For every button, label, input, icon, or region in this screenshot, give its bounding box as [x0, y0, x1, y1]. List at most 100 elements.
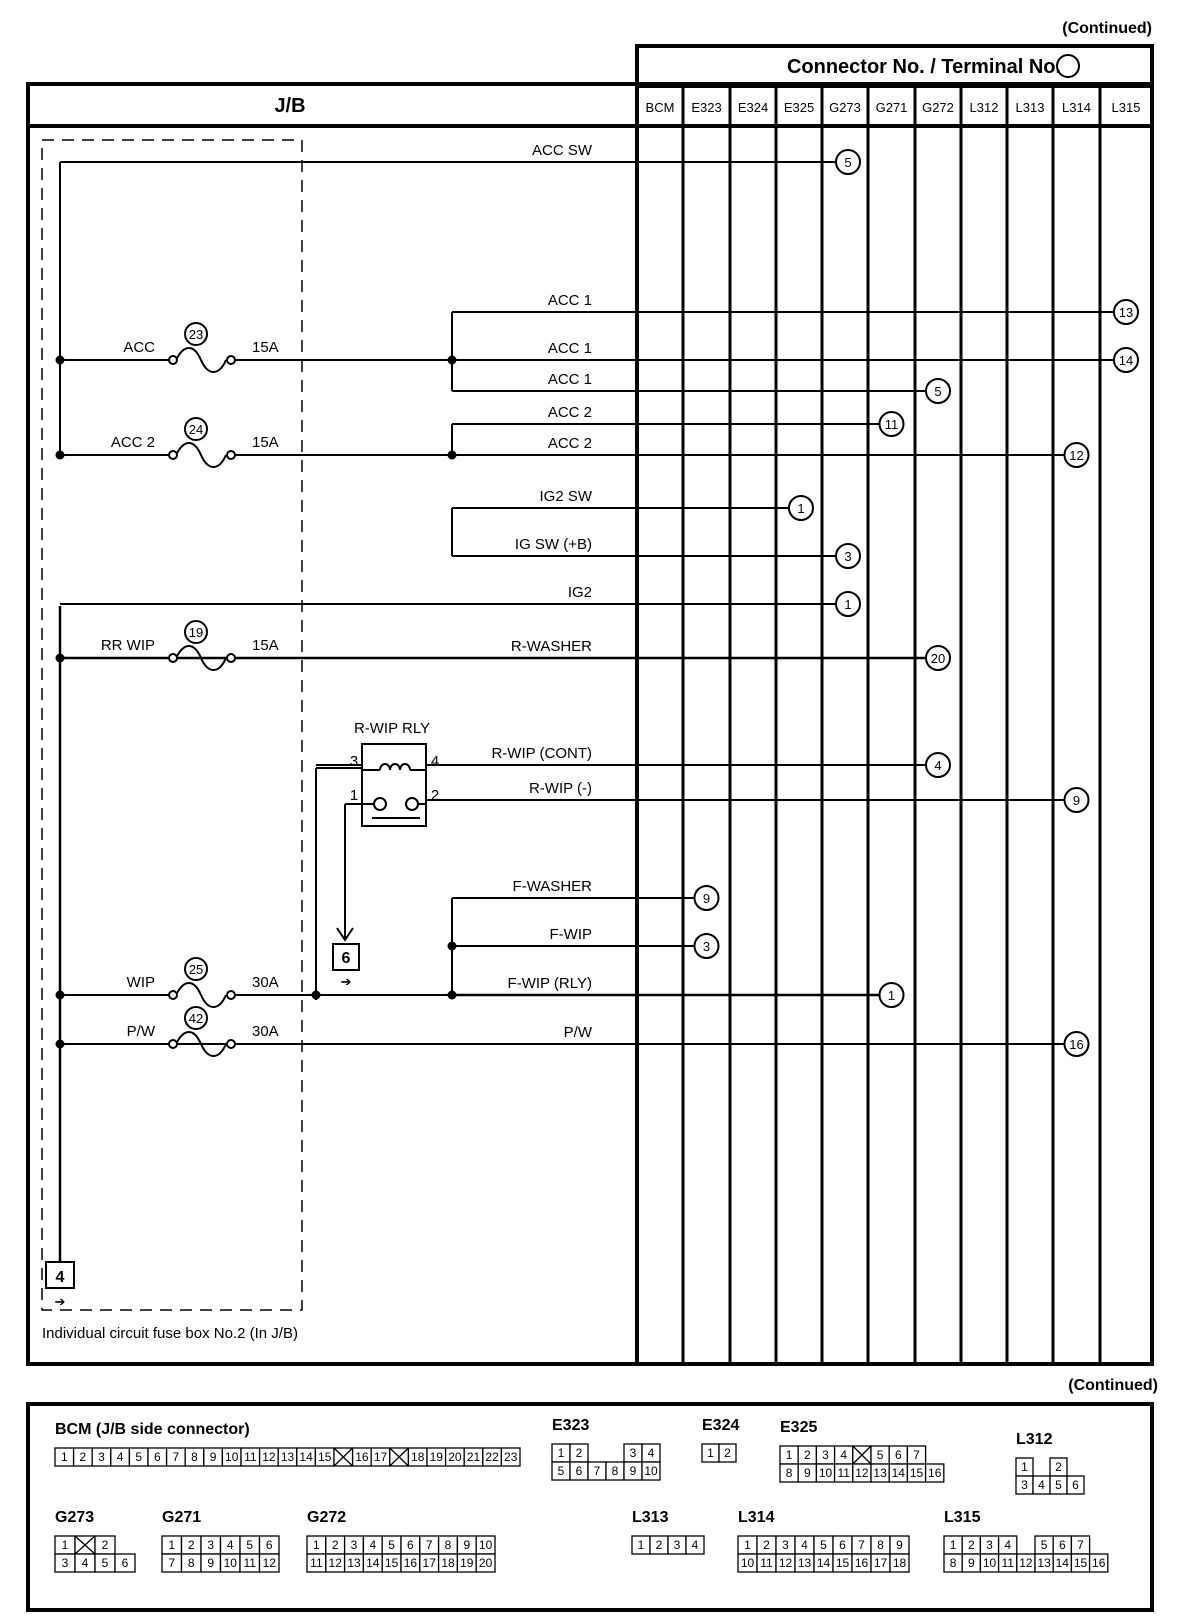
wire-label: ACC 2 [548, 404, 592, 421]
wire-label: IG SW (+B) [515, 536, 592, 553]
fuse-terminal-icon [168, 355, 178, 365]
connector-pin-number: 1 [786, 1448, 793, 1462]
fuse-rating: 15A [252, 434, 279, 451]
terminal-number: 3 [703, 939, 710, 954]
connector-pin-cell [475, 1553, 496, 1573]
connector-pin-number: 10 [225, 1450, 239, 1464]
terminal-number: 4 [934, 758, 941, 773]
connector-pin-number: 15 [1074, 1556, 1088, 1570]
fuse-icon [175, 347, 227, 373]
relay-pin: 2 [431, 787, 439, 804]
connector-pin-number: 13 [873, 1466, 887, 1480]
continued-label-top: (Continued) [1062, 20, 1152, 37]
fuse-icon [175, 442, 227, 468]
connector-pin-number: 4 [369, 1538, 376, 1552]
connector-pin-number: 11 [310, 1556, 323, 1570]
connector-pin-number: 15 [318, 1450, 332, 1464]
connector-pin-number: 4 [648, 1446, 655, 1460]
connector-pin-number: 13 [347, 1556, 361, 1570]
ref-box-relay [332, 943, 360, 971]
connector-pin-number: 5 [1041, 1538, 1048, 1552]
connector-pin-number: 17 [423, 1556, 437, 1570]
fuse-number: 25 [189, 962, 203, 977]
terminal-marker [925, 378, 951, 404]
connector-pin-number: 2 [80, 1450, 87, 1464]
fuse-number: 42 [189, 1011, 203, 1026]
connector-pin-number: 21 [467, 1450, 481, 1464]
connector-pin-number: 11 [1001, 1556, 1014, 1570]
fuse-name: ACC 2 [111, 434, 155, 451]
connector-name: L314 [738, 1509, 775, 1526]
connector-pin-number: 2 [1055, 1460, 1062, 1474]
connector-pin-number: 5 [1055, 1478, 1062, 1492]
connector-pin-number: 10 [224, 1556, 238, 1570]
connector-pin-number: 12 [262, 1450, 276, 1464]
column-header: L315 [1112, 100, 1141, 115]
connector-pin-number: 14 [366, 1556, 380, 1570]
wire-label: IG2 SW [539, 488, 592, 505]
junction-dot [55, 990, 65, 1000]
fuse-name: P/W [127, 1023, 156, 1040]
connector-pin-number: 11 [837, 1466, 850, 1480]
fuse-number-marker [184, 417, 208, 441]
connector-pin-number: 2 [332, 1538, 339, 1552]
connector-pin-number: 7 [426, 1538, 433, 1552]
connector-pin-number: 8 [877, 1538, 884, 1552]
connector-pin-number: 8 [188, 1556, 195, 1570]
connector-pin-number: 1 [707, 1446, 714, 1460]
connector-pin-number: 15 [385, 1556, 399, 1570]
diagram-frame [26, 82, 1154, 1366]
fuse-number: 19 [189, 625, 203, 640]
connector-pin-number: 2 [804, 1448, 811, 1462]
connector-pin-number: 1 [313, 1538, 320, 1552]
fuse-terminal-icon [168, 1039, 178, 1049]
fuse-number: 23 [189, 327, 203, 342]
connector-pin-number: 5 [135, 1450, 142, 1464]
fuse-terminal-icon [168, 653, 178, 663]
connector-pin-number: 20 [448, 1450, 462, 1464]
connector-pin-number: 1 [62, 1538, 69, 1552]
connector-pin-number: 7 [594, 1464, 601, 1478]
connector-pin-number: 9 [896, 1538, 903, 1552]
column-header: G272 [922, 100, 954, 115]
column-header: E325 [784, 100, 814, 115]
connector-pin-number: 11 [244, 1450, 257, 1464]
connector-name: E325 [780, 1419, 817, 1436]
connector-pin-number: 16 [404, 1556, 418, 1570]
terminal-marker [1063, 1031, 1090, 1057]
connector-pin-number: 6 [895, 1448, 902, 1462]
connector-pin-number: 13 [798, 1556, 812, 1570]
connector-pin-number: 8 [612, 1464, 619, 1478]
fuse-icon [175, 1031, 227, 1057]
connector-pin-number: 3 [986, 1538, 993, 1552]
connector-pin-number: 2 [724, 1446, 731, 1460]
fuse-box-caption: Individual circuit fuse box No.2 (In J/B… [42, 1325, 298, 1342]
terminal-number: 1 [888, 988, 895, 1003]
fuse-terminal-icon [226, 450, 236, 460]
terminal-number: 5 [934, 384, 941, 399]
connector-pin-number: 5 [877, 1448, 884, 1462]
terminal-marker [788, 495, 814, 521]
connector-pin-number: 2 [968, 1538, 975, 1552]
connector-pin-cell [114, 1553, 136, 1573]
wire-label: P/W [564, 1024, 593, 1041]
terminal-marker [1113, 347, 1139, 373]
connector-pin-cell [641, 1461, 661, 1481]
connector-pin-number: 6 [154, 1450, 161, 1464]
connector-pin-cell [258, 1553, 280, 1573]
fuse-number-marker [184, 957, 208, 981]
junction-dot [447, 941, 457, 951]
fuse-terminal-icon [226, 1039, 236, 1049]
connector-pin-number: 13 [1037, 1556, 1051, 1570]
fuse-box-outline [41, 139, 303, 1311]
connector-pin-number: 12 [263, 1556, 277, 1570]
connector-pin-number: 3 [207, 1538, 214, 1552]
connector-pin-cell [924, 1463, 945, 1483]
connector-pin-number: 12 [329, 1556, 343, 1570]
connector-pin-number: 23 [504, 1450, 518, 1464]
connector-pin-number: 16 [928, 1466, 942, 1480]
fuse-rating: 15A [252, 339, 279, 356]
connector-pin-number: 18 [411, 1450, 425, 1464]
connector-pin-number: 9 [207, 1556, 214, 1570]
